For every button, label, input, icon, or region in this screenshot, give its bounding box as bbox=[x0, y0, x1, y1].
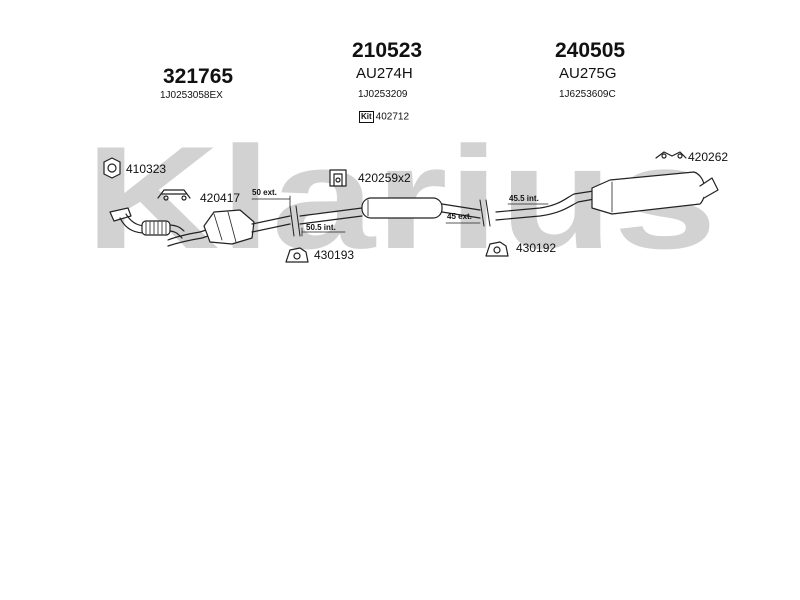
group-2-oe: 1J0253209 bbox=[358, 89, 408, 100]
part-410323[interactable]: 410323 bbox=[126, 162, 167, 176]
part-420417[interactable]: 420417 bbox=[200, 191, 241, 205]
part-420259[interactable]: 420259x2 bbox=[358, 171, 411, 185]
rubber-mount-icon[interactable] bbox=[485, 241, 509, 257]
group-2-code: AU274H bbox=[356, 65, 413, 82]
dim-leader bbox=[301, 227, 346, 237]
part-430192[interactable]: 430192 bbox=[516, 241, 557, 255]
dim-50-ext: 50 ext. bbox=[252, 188, 277, 197]
middle-silencer[interactable] bbox=[361, 197, 443, 219]
group-3-code: AU275G bbox=[559, 65, 617, 82]
dim-45-ext: 45 ext. bbox=[447, 212, 472, 221]
front-flange[interactable] bbox=[109, 207, 132, 222]
catalytic-converter[interactable] bbox=[203, 209, 255, 245]
bracket-icon[interactable] bbox=[157, 189, 191, 201]
dim-leader bbox=[251, 195, 291, 207]
part-430193[interactable]: 430193 bbox=[314, 248, 355, 262]
gasket-icon[interactable] bbox=[103, 157, 121, 179]
clamp-icon[interactable] bbox=[329, 169, 347, 187]
rubber-mount-icon[interactable] bbox=[285, 247, 309, 263]
dim-45-5-int: 45.5 int. bbox=[509, 194, 539, 203]
flex-pipe[interactable] bbox=[141, 220, 171, 236]
kit-badge: Kit bbox=[359, 111, 374, 123]
part-420262[interactable]: 420262 bbox=[688, 150, 729, 164]
rear-silencer-assembly[interactable] bbox=[495, 171, 719, 221]
kit-number: 402712 bbox=[375, 111, 410, 123]
group-1-number: 321765 bbox=[163, 65, 234, 88]
group-2-number: 210523 bbox=[352, 39, 423, 62]
group-1-oe: 1J0253058EX bbox=[160, 90, 223, 101]
group-3-oe: 1J6253609C bbox=[559, 89, 616, 100]
break-marker bbox=[479, 199, 491, 227]
dim-50-5-int: 50.5 int. bbox=[306, 223, 336, 232]
middle-pipe-assembly[interactable] bbox=[299, 197, 481, 225]
break-marker bbox=[289, 205, 301, 237]
front-pipe-assembly[interactable] bbox=[109, 207, 291, 247]
mounting-icon[interactable] bbox=[655, 151, 687, 159]
tail-pipe[interactable] bbox=[699, 177, 719, 199]
group-3-number: 240505 bbox=[555, 39, 626, 62]
